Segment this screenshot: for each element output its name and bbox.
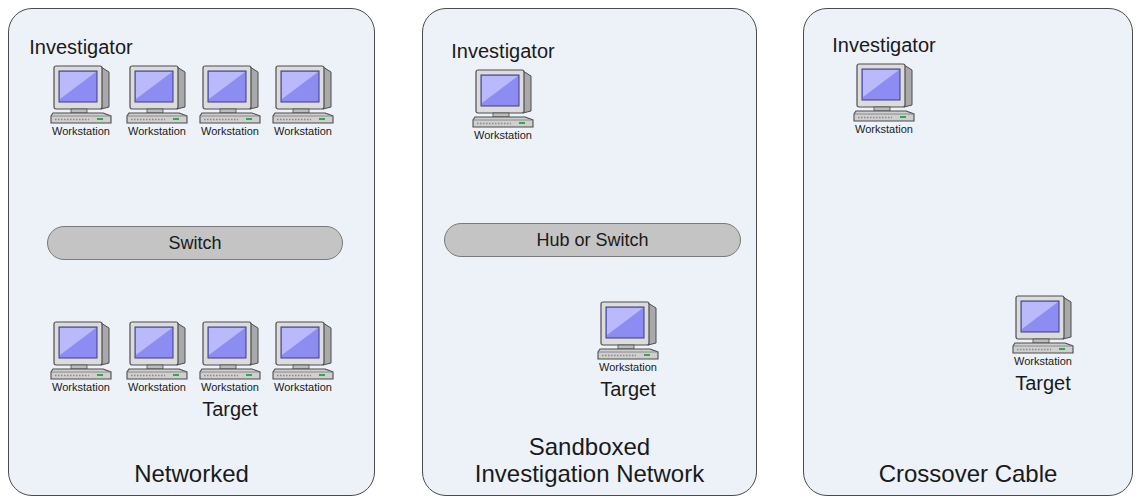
workstation-label: Workstation [474, 129, 532, 142]
panel-caption: Crossover Cable [879, 460, 1058, 488]
computer-icon [271, 319, 335, 381]
computer-icon [125, 63, 189, 125]
computer-icon [49, 63, 113, 125]
switch-label: Hub or Switch [536, 230, 648, 251]
workstation-label: Workstation [128, 381, 186, 394]
computer-icon [471, 67, 535, 129]
computer-icon [852, 61, 916, 123]
computer-icon [1011, 293, 1075, 355]
network-panel: NetworkedInvestigatorWorkstationWorkstat… [8, 8, 375, 496]
panel-caption: Sandboxed Investigation Network [462, 433, 717, 488]
computer-icon [596, 299, 660, 361]
workstation-label: Workstation [855, 123, 913, 136]
role-label: Target [1015, 372, 1071, 395]
workstation-label: Workstation [52, 125, 110, 138]
workstation-label: Workstation [128, 125, 186, 138]
panel-caption: Networked [134, 460, 249, 488]
workstation: Workstation [49, 319, 113, 394]
workstation-label: Workstation [274, 125, 332, 138]
workstation: Workstation [125, 319, 189, 394]
switch-bar: Switch [47, 226, 343, 260]
workstation-label: Workstation [52, 381, 110, 394]
computer-icon [49, 319, 113, 381]
role-label: Target [202, 398, 258, 421]
computer-icon [271, 63, 335, 125]
computer-icon [198, 63, 262, 125]
workstation: WorkstationTarget [596, 299, 660, 401]
role-label: Investigator [451, 40, 554, 63]
role-label: Investigator [832, 34, 935, 57]
role-label: Investigator [29, 36, 132, 59]
workstation-label: Workstation [599, 361, 657, 374]
workstation: WorkstationTarget [198, 319, 262, 421]
computer-icon [125, 319, 189, 381]
network-panel: Sandboxed Investigation Network Investiga… [422, 8, 757, 496]
workstation: InvestigatorWorkstation [451, 40, 554, 142]
workstation: InvestigatorWorkstation [29, 36, 132, 138]
computer-icon [198, 319, 262, 381]
workstation-label: Workstation [1014, 355, 1072, 368]
workstation-label: Workstation [201, 381, 259, 394]
switch-bar: Hub or Switch [444, 223, 741, 257]
workstation: WorkstationTarget [1011, 293, 1075, 395]
workstation: Workstation [198, 63, 262, 138]
workstation-label: Workstation [201, 125, 259, 138]
workstation: Workstation [271, 319, 335, 394]
workstation: Workstation [125, 63, 189, 138]
role-label: Target [600, 378, 656, 401]
workstation-label: Workstation [274, 381, 332, 394]
switch-label: Switch [168, 233, 221, 254]
network-panel: Crossover CableInvestigatorWorkstationWo… [803, 8, 1133, 496]
workstation: Workstation [271, 63, 335, 138]
workstation: InvestigatorWorkstation [832, 34, 935, 136]
